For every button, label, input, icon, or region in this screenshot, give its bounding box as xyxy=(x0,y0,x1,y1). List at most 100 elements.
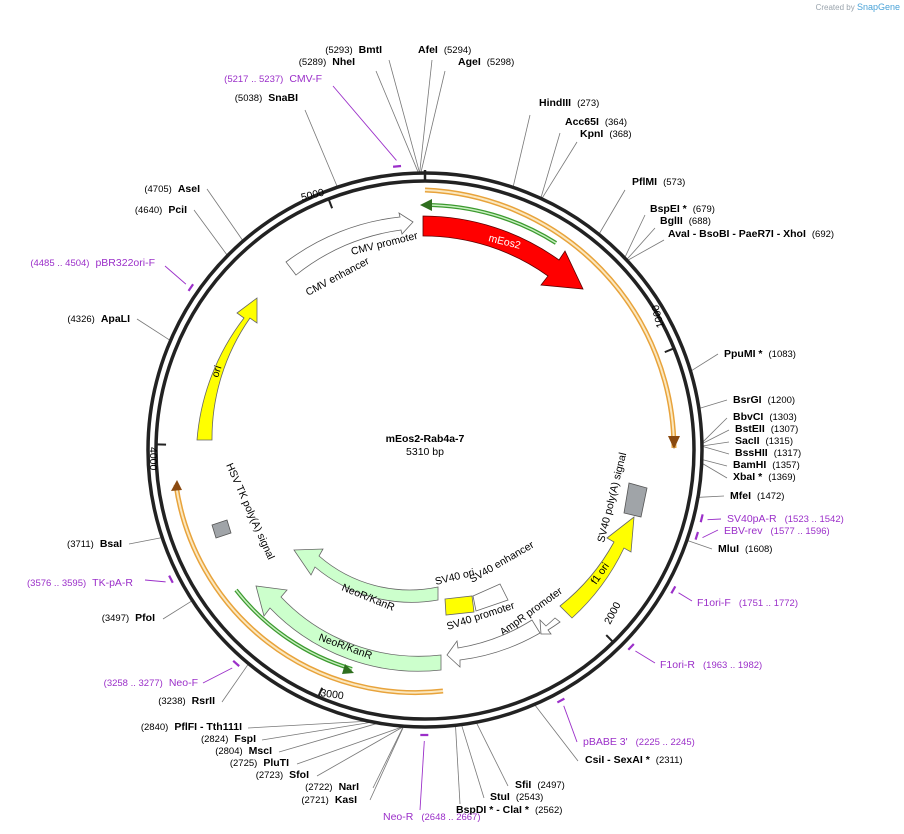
enzyme-site-afei[interactable]: AfeI(5294) xyxy=(418,44,471,56)
enzyme-label: XbaI *(1369) xyxy=(733,471,796,483)
leader-line xyxy=(221,664,249,703)
leader-line xyxy=(278,723,377,753)
tick-mark xyxy=(327,198,334,209)
enzyme-position: (2311) xyxy=(656,755,683,766)
enzyme-site-ppumi[interactable]: PpuMI *(1083) xyxy=(724,348,796,360)
enzyme-position: (573) xyxy=(663,177,685,188)
enzyme-label: AgeI(5298) xyxy=(458,56,514,68)
enzyme-site-bsrgi[interactable]: BsrGI(1200) xyxy=(733,394,795,406)
enzyme-site-bamhi[interactable]: BamHI (1357) xyxy=(733,459,800,471)
enzyme-label: SacII(1315) xyxy=(735,435,793,447)
enzyme-label: (4326)ApaLI xyxy=(67,313,130,325)
primer-label: (3258 .. 3277)Neo-F xyxy=(104,677,198,689)
enzyme-site-pcii[interactable]: (4640)PciI xyxy=(135,204,187,216)
enzyme-site-mlui[interactable]: MluI(1608) xyxy=(718,543,772,555)
enzyme-site-pflmi[interactable]: PflMI(573) xyxy=(632,176,685,188)
enzyme-site-csii[interactable]: CsiI - SexAI *(2311) xyxy=(585,754,683,766)
enzyme-name: AvaI - BsoBI - PaeR7I - XhoI xyxy=(668,228,806,240)
enzyme-label: (2721)KasI xyxy=(301,794,357,806)
primer-pbr322[interactable]: (4485 .. 4504)pBR322ori-F xyxy=(30,257,155,269)
enzyme-site-avai[interactable]: AvaI - BsoBI - PaeR7I - XhoI(692) xyxy=(668,228,834,240)
enzyme-site-sfoi[interactable]: (2723)SfoI xyxy=(256,769,309,781)
feature-label: SV40 enhancer xyxy=(468,539,537,586)
enzyme-label: StuI(2543) xyxy=(490,791,543,803)
enzyme-site-bmti[interactable]: (5293)BmtI xyxy=(325,44,382,56)
enzyme-position: (4326) xyxy=(67,314,94,325)
enzyme-site-xbai[interactable]: XbaI *(1369) xyxy=(733,471,796,483)
enzyme-site-fspi[interactable]: (2824)FspI xyxy=(201,733,256,745)
enzyme-site-agei[interactable]: AgeI(5298) xyxy=(458,56,514,68)
primer-neor[interactable]: Neo-R(2648 .. 2667) xyxy=(383,811,481,823)
enzyme-site-bglii[interactable]: BglII(688) xyxy=(660,215,711,227)
enzyme-label: (3238)RsrII xyxy=(158,695,215,707)
primer-range: (5217 .. 5237) xyxy=(224,74,283,85)
primer-leader xyxy=(563,705,578,743)
enzyme-site-pfoi[interactable]: (3497)PfoI xyxy=(102,612,155,624)
enzyme-position: (2497) xyxy=(537,780,564,791)
enzyme-label: CsiI - SexAI *(2311) xyxy=(585,754,683,766)
enzyme-site-nhei[interactable]: (5289)NheI xyxy=(299,56,355,68)
enzyme-site-bspdi[interactable]: BspDI * - ClaI * (2562) xyxy=(456,804,562,816)
enzyme-site-pflfi[interactable]: (2840)PflFI - Tth111I xyxy=(141,721,242,733)
enzyme-name: SfoI xyxy=(289,769,309,781)
leader-line xyxy=(626,227,656,260)
enzyme-site-bbvci[interactable]: BbvCI(1303) xyxy=(733,411,797,423)
arc-arrowhead xyxy=(420,199,432,211)
enzyme-name: PpuMI * xyxy=(724,348,763,360)
arc-arrowhead xyxy=(668,436,680,449)
enzyme-site-nari[interactable]: (2722)NarI xyxy=(305,781,359,793)
enzyme-site-stui[interactable]: StuI(2543) xyxy=(490,791,543,803)
primer-ebvrev[interactable]: EBV-rev(1577 .. 1596) xyxy=(724,525,830,537)
enzyme-site-rsrii[interactable]: (3238)RsrII xyxy=(158,695,215,707)
enzyme-label: HindIII(273) xyxy=(539,97,599,109)
primer-pbabe[interactable]: pBABE 3'(2225 .. 2245) xyxy=(583,736,695,748)
leader-line xyxy=(624,214,646,258)
primer-label: (3576 .. 3595)TK-pA-R xyxy=(27,577,133,589)
enzyme-position: (1357) xyxy=(772,460,799,471)
credit-prefix: Created by xyxy=(815,3,855,12)
enzyme-label: (2804)MscI xyxy=(215,745,272,757)
primer-f1orir[interactable]: F1ori-R(1963 .. 1982) xyxy=(660,659,762,671)
leader-line xyxy=(420,70,446,173)
enzyme-name: AfeI xyxy=(418,44,438,56)
enzyme-site-msci[interactable]: (2804)MscI xyxy=(215,745,272,757)
enzyme-site-bsai[interactable]: (3711)BsaI xyxy=(67,538,122,550)
enzyme-site-apali[interactable]: (4326)ApaLI xyxy=(67,313,130,325)
enzyme-site-mfei[interactable]: MfeI(1472) xyxy=(730,490,784,502)
enzyme-site-bsshii[interactable]: BssHII(1317) xyxy=(735,447,801,459)
leader-line xyxy=(247,720,365,729)
primer-range: (4485 .. 4504) xyxy=(30,258,89,269)
primer-neof[interactable]: (3258 .. 3277)Neo-F xyxy=(104,677,198,689)
primer-label: (4485 .. 4504)pBR322ori-F xyxy=(30,257,155,269)
enzyme-position: (273) xyxy=(577,98,599,109)
enzyme-name: BsaI xyxy=(100,538,122,550)
label-leader-lines xyxy=(128,59,730,811)
enzyme-site-asei[interactable]: (4705)AseI xyxy=(144,183,200,195)
enzyme-site-kasi[interactable]: (2721)KasI xyxy=(301,794,357,806)
enzyme-label: AvaI - BsoBI - PaeR7I - XhoI(692) xyxy=(668,228,834,240)
enzyme-label: PpuMI *(1083) xyxy=(724,348,796,360)
primer-sv40pa[interactable]: SV40pA-R(1523 .. 1542) xyxy=(727,513,844,525)
enzyme-site-bspei[interactable]: BspEI *(679) xyxy=(650,203,715,215)
enzyme-name: MluI xyxy=(718,543,739,555)
enzyme-site-kpni[interactable]: KpnI(368) xyxy=(580,128,632,140)
leader-line xyxy=(599,189,626,234)
primer-name: TK-pA-R xyxy=(92,577,133,589)
enzyme-position: (5298) xyxy=(487,57,514,68)
enzyme-position: (2562) xyxy=(535,805,562,816)
enzyme-site-hindiii[interactable]: HindIII(273) xyxy=(539,97,599,109)
enzyme-site-sacii[interactable]: SacII(1315) xyxy=(735,435,793,447)
enzyme-name: BbvCI xyxy=(733,411,763,423)
enzyme-site-sfii[interactable]: SfiI(2497) xyxy=(515,779,565,791)
enzyme-site-acc65i[interactable]: Acc65I(364) xyxy=(565,116,627,128)
enzyme-site-pluti[interactable]: (2725)PluTI xyxy=(230,757,289,769)
enzyme-name: BamHI xyxy=(733,459,766,471)
primer-tkpa[interactable]: (3576 .. 3595)TK-pA-R xyxy=(27,577,133,589)
enzyme-name: XbaI * xyxy=(733,471,763,483)
enzyme-site-bsteii[interactable]: BstEII(1307) xyxy=(735,423,798,435)
primer-cmvf[interactable]: (5217 .. 5237)CMV-F xyxy=(224,73,322,85)
primer-f1orif[interactable]: F1ori-F(1751 .. 1772) xyxy=(697,597,798,609)
enzyme-name: BspDI * - ClaI * xyxy=(456,804,530,816)
enzyme-site-snabi[interactable]: (5038)SnaBI xyxy=(235,92,298,104)
